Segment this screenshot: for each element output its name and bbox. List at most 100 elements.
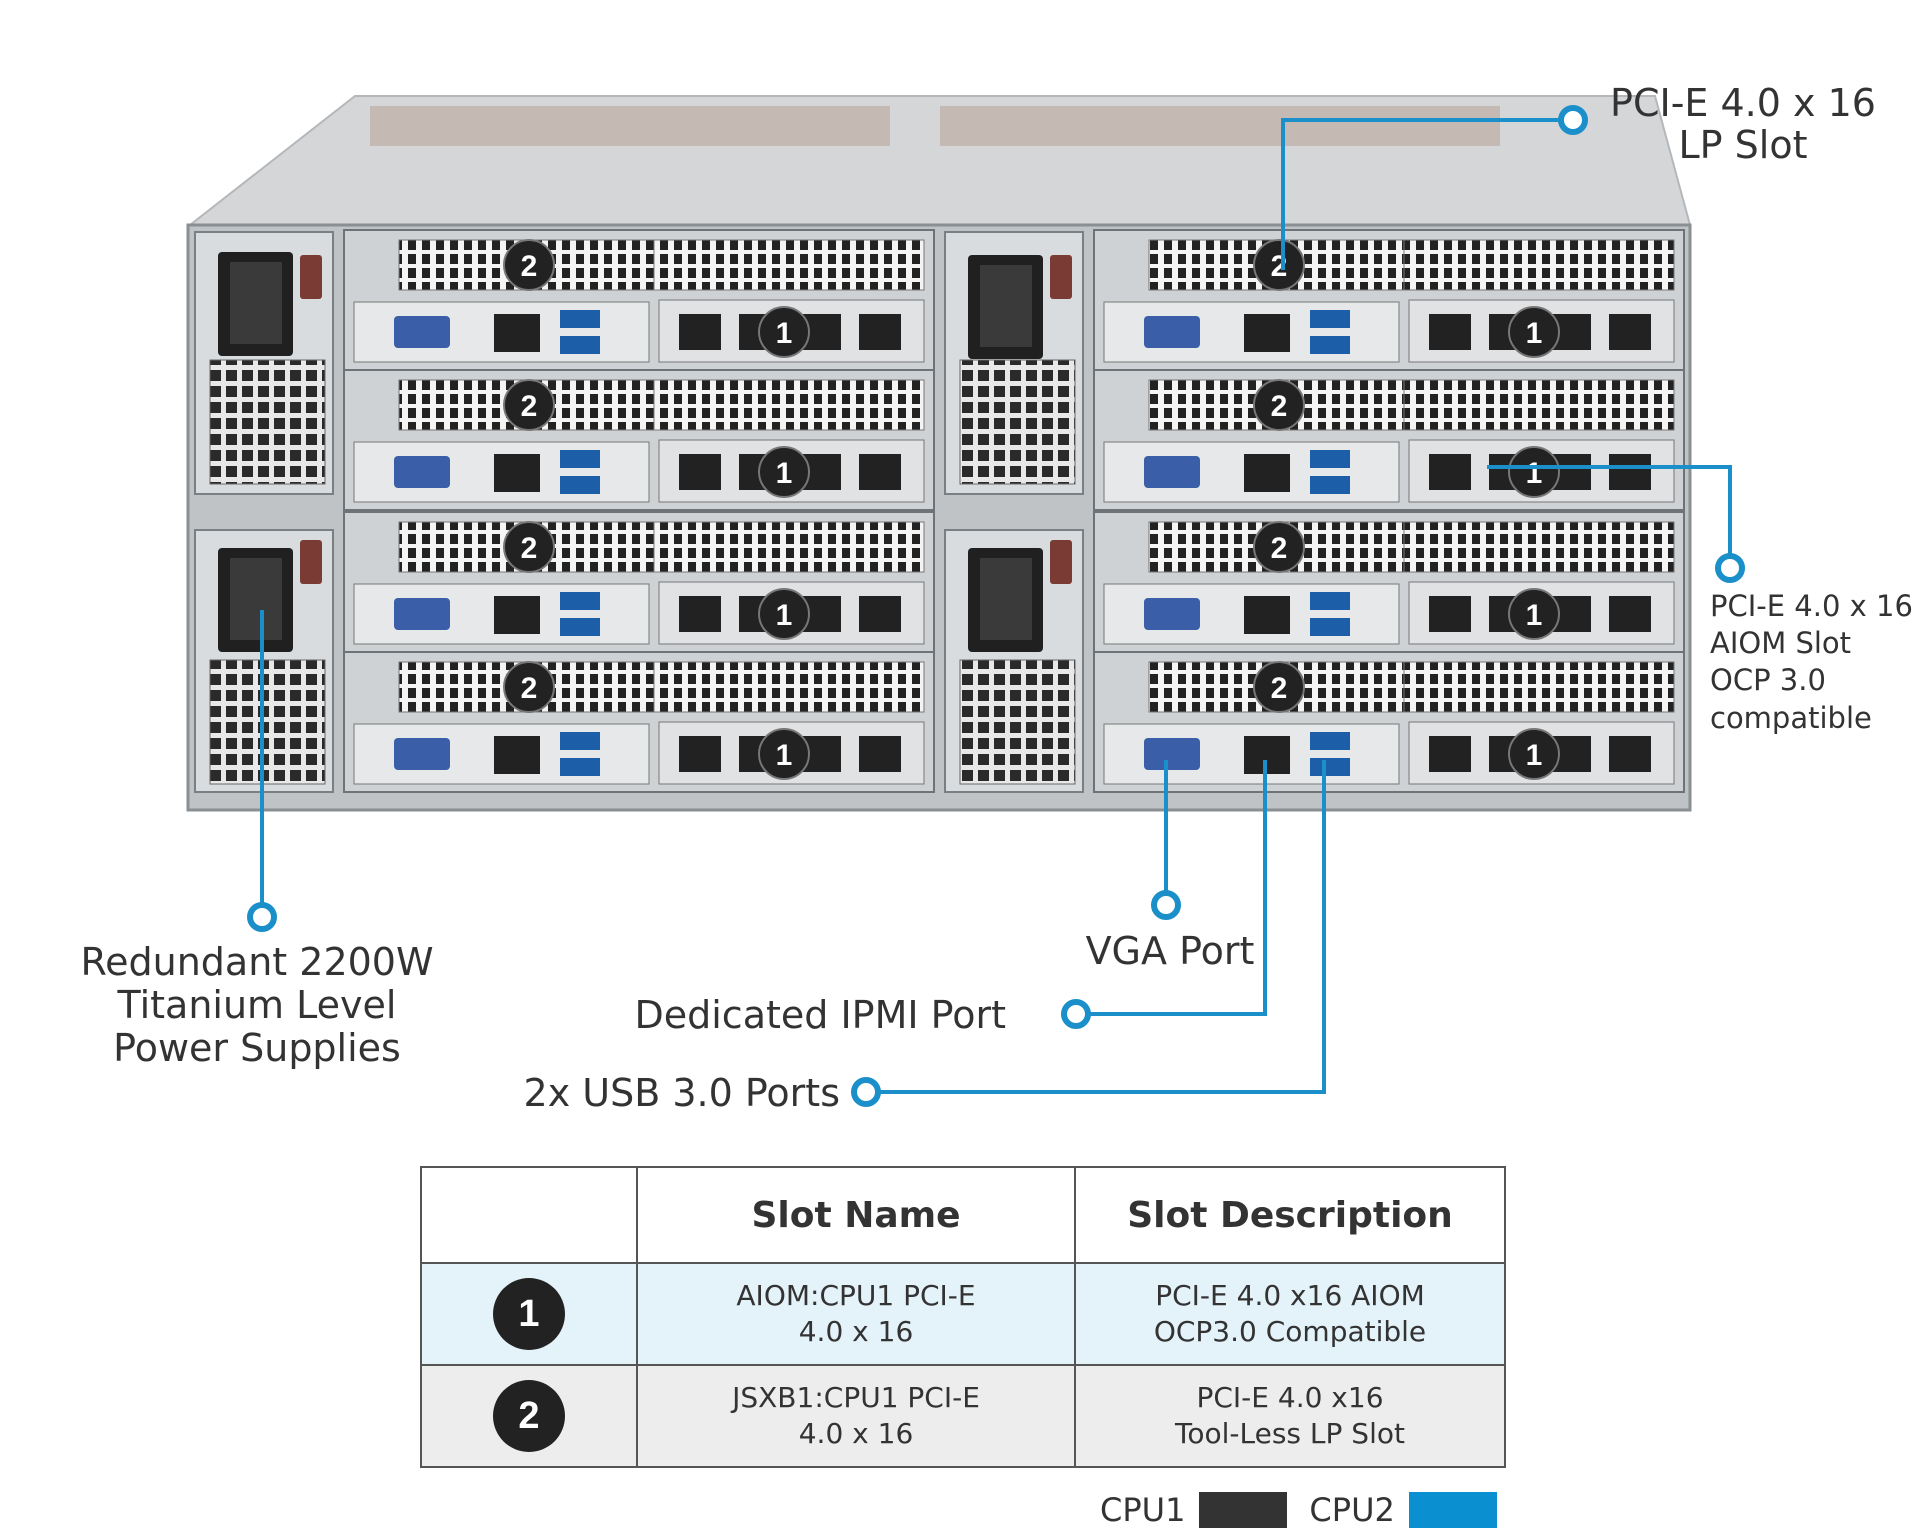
ipmi-port <box>494 736 540 774</box>
usb-port <box>560 450 600 468</box>
usb-port <box>1310 336 1350 354</box>
slot-badge <box>503 239 555 291</box>
vga-label: VGA Port <box>1086 929 1255 973</box>
network-port <box>1609 454 1651 490</box>
lp-slot-label-line1: PCI-E 4.0 x 16 <box>1610 81 1876 125</box>
vent-grill <box>1403 661 1675 713</box>
aiom-slot-label-line2: AIOM Slot <box>1710 626 1851 660</box>
slot-number-badge: 2 <box>493 1380 565 1452</box>
ipmi-callout-dot <box>1061 999 1091 1029</box>
slot-badge <box>758 728 810 780</box>
aiom-slot-label-line3: OCP 3.0 <box>1710 663 1826 697</box>
ipmi-port <box>494 596 540 634</box>
slot-badge-number: 1 <box>776 457 793 490</box>
slot-badge-number: 2 <box>521 532 538 565</box>
slot-number-badge: 1 <box>493 1278 565 1350</box>
table-header-cell <box>420 1166 638 1264</box>
table-cell-badge: 1 <box>420 1262 638 1366</box>
usb-label: 2x USB 3.0 Ports <box>524 1071 840 1115</box>
vga-connector <box>1144 316 1200 348</box>
psu-module <box>194 231 334 495</box>
usb-callout-line <box>876 760 1326 1094</box>
table-cell-badge: 2 <box>420 1364 638 1468</box>
node-sled: 21 <box>343 229 935 371</box>
ipmi-label: Dedicated IPMI Port <box>634 993 1006 1037</box>
vga-connector <box>394 456 450 488</box>
node-sled: 21 <box>1093 511 1685 653</box>
slot-name-line2: 4.0 x 16 <box>798 1315 914 1348</box>
slot-badge-number: 1 <box>1526 599 1543 632</box>
usb-port <box>560 732 600 750</box>
network-port <box>679 596 721 632</box>
slot-badge-number: 2 <box>1271 672 1288 705</box>
slot-badge-number: 2 <box>1271 390 1288 423</box>
network-port <box>1429 454 1471 490</box>
network-port <box>1429 314 1471 350</box>
vga-connector <box>1144 598 1200 630</box>
aiom-slot-callout-line <box>1487 465 1732 560</box>
slot-badge <box>1253 661 1305 713</box>
legend-label-cpu1: CPU1 <box>1100 1491 1186 1529</box>
psu-module <box>944 231 1084 495</box>
slot-badge-number: 1 <box>1526 739 1543 772</box>
network-port <box>1429 596 1471 632</box>
legend-label-cpu2: CPU2 <box>1309 1491 1395 1529</box>
lp-slot-callout-line <box>1281 118 1560 270</box>
network-port <box>859 736 901 772</box>
callout-lines <box>260 118 1732 1094</box>
ipmi-port <box>1244 596 1290 634</box>
aiom-slot-label-line1: PCI-E 4.0 x 16 <box>1710 589 1913 623</box>
slot-badge <box>758 306 810 358</box>
slot-badge-number: 1 <box>776 739 793 772</box>
slot-name-line1: JSXB1:CPU1 PCI-E <box>732 1381 980 1414</box>
callout-labels: PCI-E 4.0 x 16 LP Slot PCI-E 4.0 x 16 AI… <box>80 81 1912 1115</box>
slot-badge <box>758 446 810 498</box>
table-header-cell: Slot Description <box>1074 1166 1506 1264</box>
usb-port <box>560 592 600 610</box>
slot-desc-line1: PCI-E 4.0 x16 AIOM <box>1155 1279 1425 1312</box>
slot-badge <box>1508 728 1560 780</box>
slot-badge-number: 1 <box>1526 457 1543 490</box>
power-label-line3: Power Supplies <box>113 1026 401 1070</box>
ipmi-port <box>494 314 540 352</box>
slot-badge <box>1253 239 1305 291</box>
slot-badge-number: 2 <box>521 390 538 423</box>
network-port <box>1609 314 1651 350</box>
vga-connector <box>394 598 450 630</box>
slot-desc-line2: OCP3.0 Compatible <box>1153 1315 1427 1348</box>
ipmi-port <box>1244 454 1290 492</box>
usb-port <box>1310 450 1350 468</box>
usb-port <box>560 476 600 494</box>
slot-badge <box>503 379 555 431</box>
node-sled: 21 <box>343 511 935 653</box>
slot-badge <box>1253 379 1305 431</box>
vent-grill <box>1403 521 1675 573</box>
vga-connector <box>394 316 450 348</box>
usb-port <box>560 336 600 354</box>
usb-port <box>1310 476 1350 494</box>
node-sled: 21 <box>1093 369 1685 511</box>
vent-grill <box>1403 379 1675 431</box>
network-port <box>1429 736 1471 772</box>
node-sled: 21 <box>1093 229 1685 371</box>
vga-connector <box>1144 738 1200 770</box>
network-port <box>679 314 721 350</box>
aiom-slot-callout-dot <box>1715 553 1745 583</box>
cpu-legend: CPU1 CPU2 <box>1100 1490 1497 1530</box>
node-sled: 21 <box>343 369 935 511</box>
node-sled: 21 <box>1093 651 1685 793</box>
table-header-cell: Slot Name <box>636 1166 1076 1264</box>
psu-module <box>944 529 1084 793</box>
usb-port <box>560 618 600 636</box>
network-port <box>859 314 901 350</box>
slot-badge <box>1508 306 1560 358</box>
power-label-line1: Redundant 2200W <box>80 940 433 984</box>
aiom-slot-label-line4: compatible <box>1710 701 1872 735</box>
